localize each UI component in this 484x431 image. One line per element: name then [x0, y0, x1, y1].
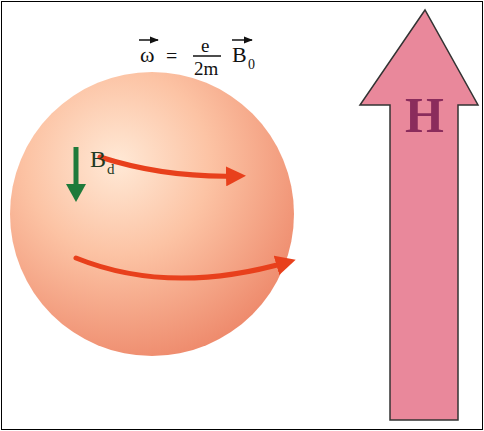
equation-symbol: =: [166, 46, 177, 66]
equation-symbol: 0: [248, 58, 255, 72]
equation-symbol: B: [90, 147, 106, 171]
sphere: [10, 72, 294, 356]
vector-arrow: [139, 39, 158, 41]
rotation-arrow: [76, 258, 288, 278]
equation-symbol: e: [201, 36, 209, 55]
arrow-body: [360, 10, 478, 420]
field-arrow-shape: H: [358, 8, 480, 422]
equation-symbol: d: [107, 162, 115, 177]
field-label: H: [405, 90, 444, 140]
field-arrow: [74, 147, 79, 186]
rotation-arrow: [100, 157, 238, 176]
arrow-outline: [358, 8, 480, 422]
equation-symbol: ω: [140, 44, 154, 66]
equation-symbol: B: [232, 44, 247, 66]
field-arrowhead: [66, 184, 86, 202]
vector-arrow: [232, 39, 252, 41]
fraction-bar: [193, 55, 221, 57]
equation-symbol: 2m: [194, 59, 218, 78]
